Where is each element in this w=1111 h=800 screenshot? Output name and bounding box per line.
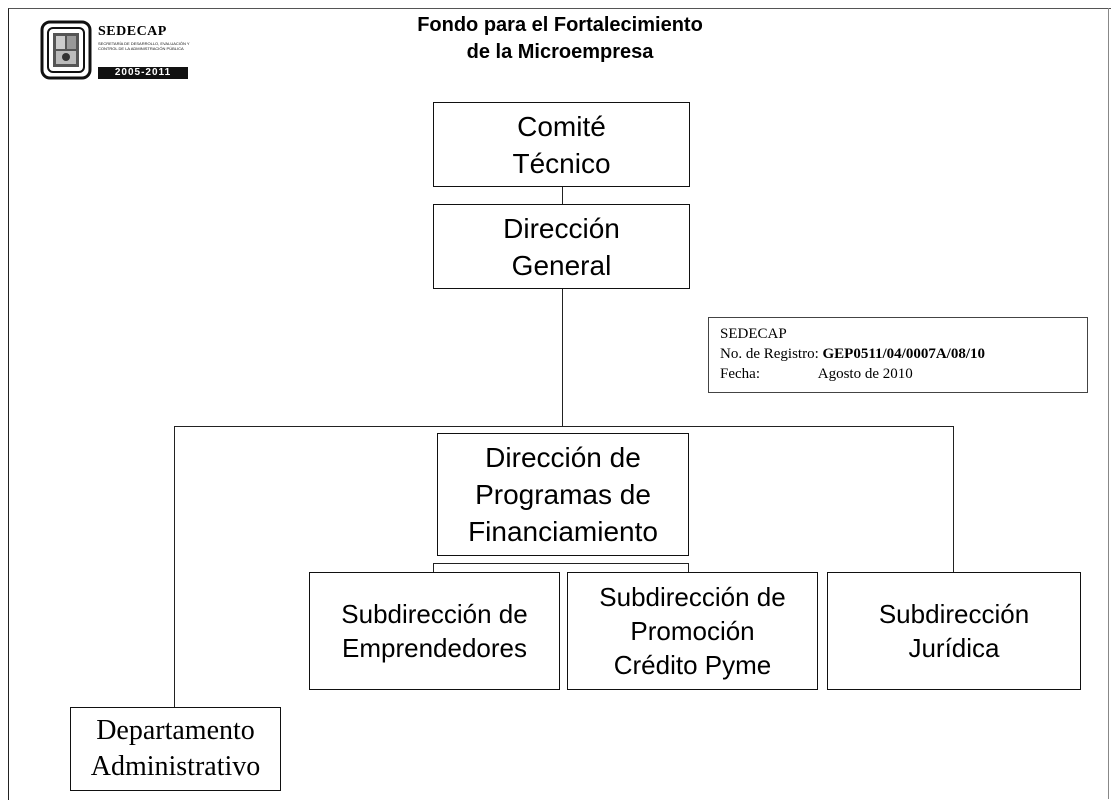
box-sub-emprendedores: Subdirección de Emprendedores: [309, 572, 560, 690]
connector-sub-prom: [688, 563, 689, 572]
depto-admin-line-1: Departamento: [96, 715, 255, 746]
direccion-programas-line-3: Financiamiento: [468, 516, 658, 547]
registration-number-label: No. de Registro:: [720, 346, 819, 362]
direccion-programas-line-2: Programas de: [475, 479, 651, 510]
box-direccion-programas: Dirección de Programas de Financiamiento: [437, 433, 689, 556]
connector-horizontal-branch: [174, 426, 954, 427]
logo-years: 2005-2011: [98, 67, 188, 79]
sub-emprendedores-line-2: Emprendedores: [342, 633, 527, 663]
registration-number-value: GEP0511/04/0007A/08/10: [822, 346, 986, 362]
registration-date-label: Fecha:: [720, 366, 760, 382]
page-frame-right: [1108, 8, 1109, 799]
state-seal-icon: [40, 20, 92, 80]
registration-date-value: Agosto de 2010: [817, 366, 913, 382]
sub-emprendedores-line-1: Subdirección de: [341, 599, 528, 629]
logo-name: SEDECAP: [98, 24, 167, 39]
box-direccion-general: Dirección General: [433, 204, 690, 289]
sub-juridica-line-2: Jurídica: [908, 633, 1000, 663]
sub-promocion-line-3: Crédito Pyme: [613, 650, 772, 680]
comite-line-1: Comité: [517, 110, 606, 142]
page-frame: [8, 8, 1111, 800]
title-line-1: Fondo para el Fortalecimiento: [417, 14, 703, 36]
sub-juridica-line-1: Subdirección: [878, 599, 1030, 629]
box-sub-juridica: Subdirección Jurídica: [827, 572, 1081, 690]
connector-sub-emp: [433, 563, 434, 572]
direccion-general-line-2: General: [511, 249, 612, 281]
connector-direccion-branch: [562, 288, 563, 426]
registration-org: SEDECAP: [720, 326, 787, 342]
direccion-general-line-1: Dirección: [503, 212, 620, 244]
connector-comite-direccion: [562, 186, 563, 204]
title-line-2: de la Microempresa: [466, 41, 654, 63]
sub-promocion-line-1: Subdirección de: [599, 582, 786, 612]
logo-subtitle: SECRETARÍA DE DESARROLLO, EVALUACIÓN Y C…: [98, 41, 190, 51]
direccion-programas-line-1: Dirección de: [485, 442, 641, 473]
sedecap-logo: SEDECAP SECRETARÍA DE DESARROLLO, EVALUA…: [40, 20, 190, 82]
registration-box: SEDECAP No. de Registro: GEP0511/04/0007…: [708, 317, 1088, 393]
page-title: Fondo para el Fortalecimiento de la Micr…: [330, 12, 790, 66]
depto-admin-line-2: Administrativo: [90, 751, 261, 782]
box-sub-promocion: Subdirección de Promoción Crédito Pyme: [567, 572, 818, 690]
box-depto-administrativo: Departamento Administrativo: [70, 707, 281, 791]
comite-line-2: Técnico: [512, 147, 611, 179]
connector-subs-bar: [433, 563, 689, 564]
connector-right-drop: [953, 426, 954, 572]
box-comite-tecnico: Comité Técnico: [433, 102, 690, 187]
sub-promocion-line-2: Promoción: [630, 616, 755, 646]
connector-left-drop: [174, 426, 175, 708]
